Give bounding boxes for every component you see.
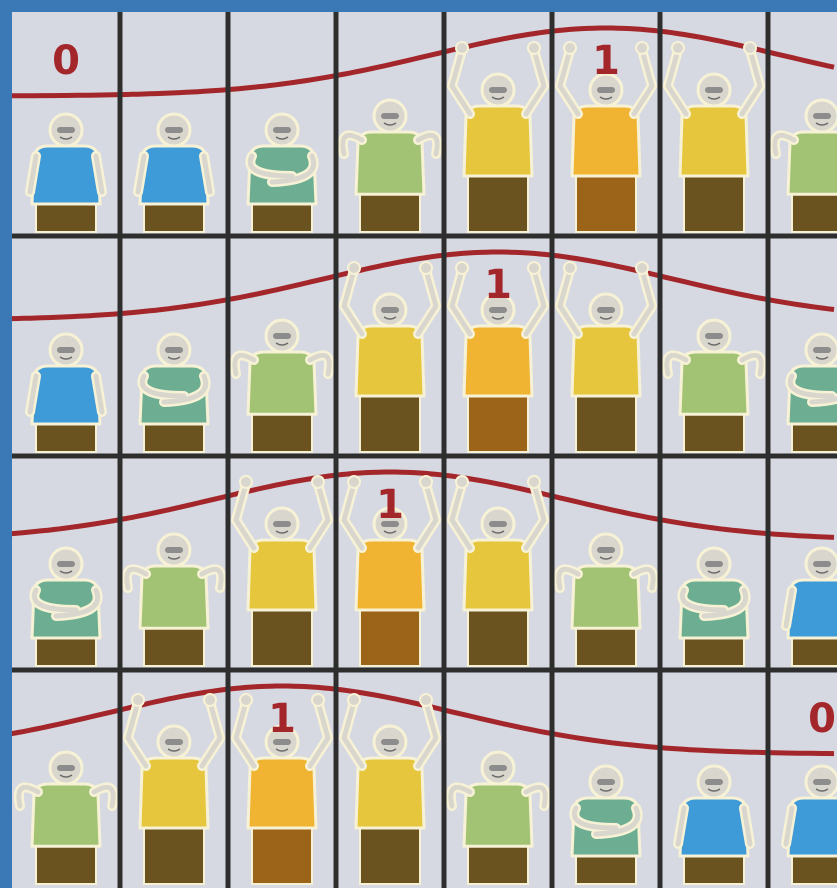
wave-value-label: 0	[52, 38, 80, 84]
wave-value-label: 1	[268, 696, 296, 742]
wave-value-label: 1	[376, 482, 404, 528]
frame-left	[0, 0, 12, 888]
frame-top	[0, 0, 837, 12]
wave-value-label: 1	[484, 262, 512, 308]
wave-value-label: 0	[808, 696, 836, 742]
wave-value-label: 1	[592, 38, 620, 84]
